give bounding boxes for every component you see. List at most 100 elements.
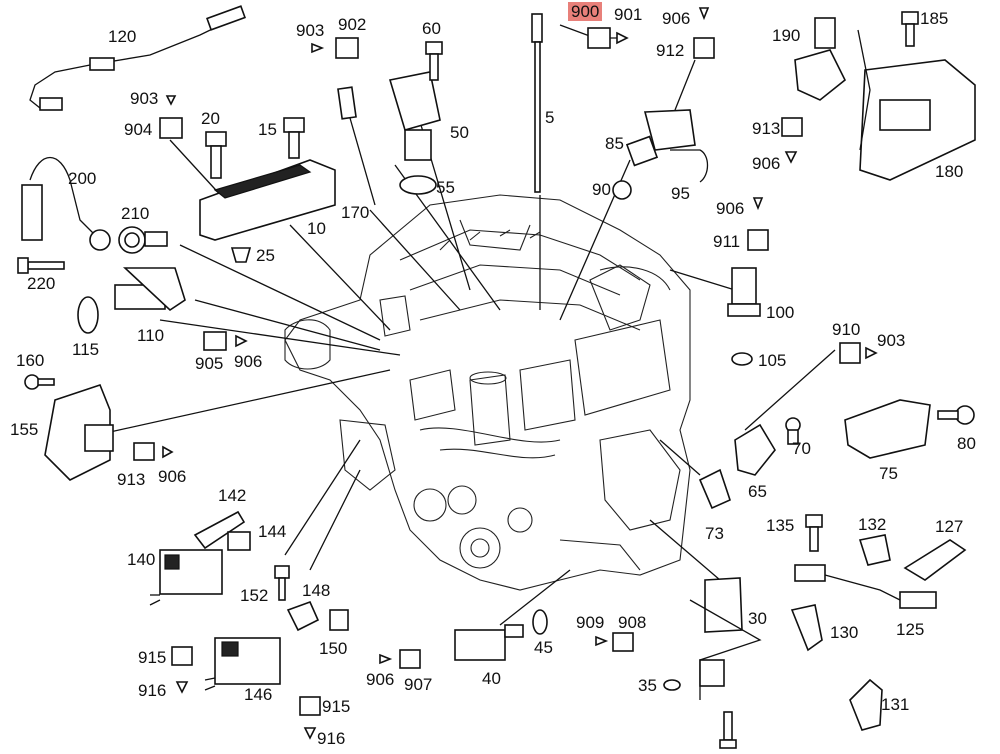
part-73-seal: [698, 468, 731, 510]
part-115-o-ring: [77, 296, 99, 334]
part-131-bracket: [849, 678, 883, 731]
part-60-bolt: [425, 41, 443, 81]
callout-15: 15: [258, 120, 277, 139]
callout-913: 913: [117, 470, 146, 489]
part-142-bracket: [193, 510, 246, 550]
part-150-cap: [329, 609, 349, 631]
callout-85: 85: [605, 134, 624, 153]
part-127-tie: [903, 539, 967, 581]
callout-135: 135: [766, 516, 795, 535]
callout-80: 80: [957, 434, 976, 453]
part-905-906-connector: [203, 331, 248, 351]
part-907-906-connector: [379, 649, 421, 669]
part-913-906-connector-left: [133, 442, 174, 461]
part-55-seal-ring: [399, 175, 437, 195]
callout-60: 60: [422, 19, 441, 38]
callout-160: 160: [16, 351, 45, 370]
part-125-sensor-cable: [794, 564, 937, 609]
callout-110: 110: [137, 326, 165, 345]
callout-144: 144: [258, 522, 287, 541]
callout-915: 915: [322, 697, 351, 716]
part-220-screw: [17, 257, 65, 274]
part-900-901-connector: [587, 27, 629, 49]
part-45-ring: [532, 609, 548, 635]
part-screw-bottom: [719, 711, 737, 749]
callout-900: 900: [568, 2, 603, 21]
callout-911: 911: [713, 232, 741, 251]
callout-148: 148: [302, 581, 331, 600]
callout-132: 132: [858, 515, 887, 534]
callout-220: 220: [27, 274, 56, 293]
part-75-cover: [844, 399, 931, 459]
part-135-bolt: [805, 514, 823, 552]
callout-75: 75: [879, 464, 898, 483]
part-912-906-connector-top: [693, 7, 715, 59]
callout-127: 127: [935, 517, 964, 536]
part-200-sensor-cable: [21, 156, 111, 251]
callout-90: 90: [592, 180, 611, 199]
part-80-bolt: [937, 405, 975, 425]
callout-905: 905: [195, 354, 224, 373]
part-95-clip: [670, 149, 709, 183]
callout-916: 916: [138, 681, 167, 700]
callout-903: 903: [877, 331, 906, 350]
part-911-906-connector: [747, 197, 769, 251]
callout-146: 146: [244, 685, 273, 704]
callout-105: 105: [758, 351, 787, 370]
callout-70: 70: [792, 439, 811, 458]
part-70-bolt: [785, 417, 801, 445]
callout-25: 25: [256, 246, 275, 265]
part-155-sensor: [44, 384, 114, 481]
callout-185: 185: [920, 9, 949, 28]
part-15-bolt: [283, 117, 305, 159]
callout-125: 125: [896, 620, 925, 639]
part-144-cap: [227, 531, 251, 551]
callout-906: 906: [158, 467, 187, 486]
callout-915: 915: [138, 648, 167, 667]
part-85-sensor: [625, 109, 696, 167]
callout-902: 902: [338, 15, 367, 34]
part-140-valve: [149, 549, 223, 606]
part-190-sensor: [794, 17, 847, 101]
part-146-valve: [204, 637, 281, 691]
callout-904: 904: [124, 120, 153, 139]
callout-45: 45: [534, 638, 553, 657]
callout-30: 30: [748, 609, 767, 628]
callout-40: 40: [482, 669, 501, 688]
callout-180: 180: [935, 162, 964, 181]
callout-100: 100: [766, 303, 795, 322]
callout-142: 142: [218, 486, 247, 505]
callout-190: 190: [772, 26, 801, 45]
callout-152: 152: [240, 586, 269, 605]
callout-155: 155: [10, 420, 39, 439]
callout-170: 170: [341, 203, 370, 222]
part-185-bolt: [901, 11, 919, 47]
engine-assembly: [284, 194, 691, 591]
part-10-control-module: [199, 159, 336, 241]
part-908-909-connector: [595, 632, 634, 652]
callout-906: 906: [662, 9, 691, 28]
callout-906: 906: [234, 352, 263, 371]
part-915-916-connector-right: [299, 696, 321, 740]
part-915-916-connector-left: [171, 646, 193, 694]
callout-910: 910: [832, 320, 861, 339]
part-105-washer: [731, 352, 753, 366]
part-110-sensor: [114, 267, 186, 312]
callout-906: 906: [716, 199, 745, 218]
part-904-connector: [159, 95, 183, 139]
part-170-injector: [337, 86, 376, 206]
callout-200: 200: [68, 169, 97, 188]
part-5-glow-plug: [531, 13, 543, 193]
callout-5: 5: [545, 108, 555, 127]
callout-907: 907: [404, 675, 433, 694]
callout-150: 150: [319, 639, 348, 658]
callout-210: 210: [121, 204, 150, 223]
callout-909: 909: [576, 613, 605, 632]
part-180-bracket: [857, 29, 976, 181]
callout-130: 130: [830, 623, 859, 642]
callout-912: 912: [656, 41, 685, 60]
part-120-temperature-sensor: [29, 5, 246, 111]
part-65-sensor: [734, 423, 776, 476]
callout-115: 115: [72, 340, 100, 359]
